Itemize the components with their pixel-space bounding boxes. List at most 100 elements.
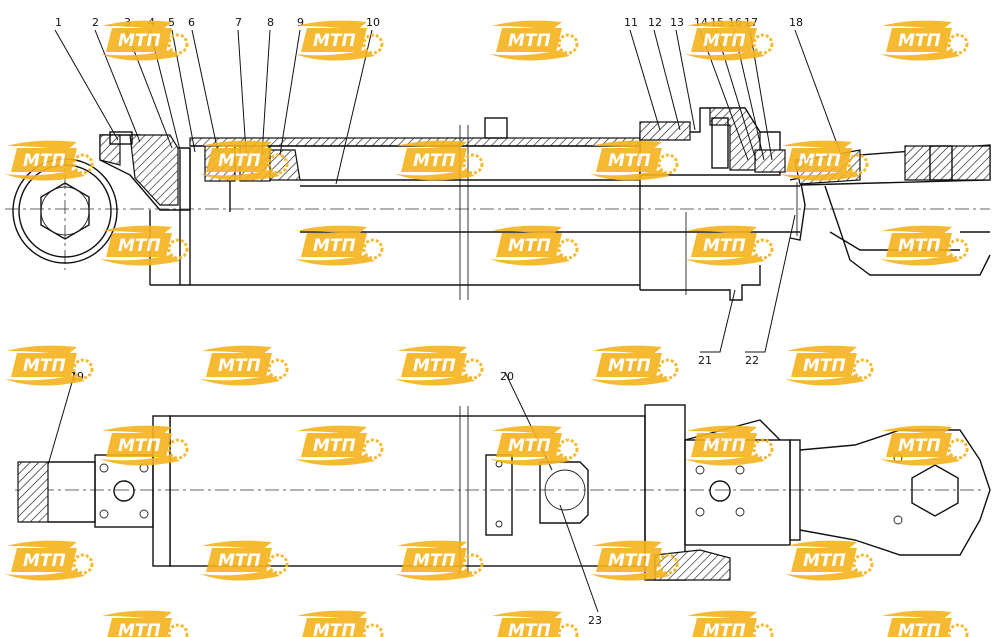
watermark-logo: МТП	[490, 225, 579, 266]
watermark-badge	[106, 28, 172, 52]
watermark-text: МТП	[898, 621, 941, 637]
watermark-gear-icon	[362, 238, 384, 260]
watermark-badge	[106, 433, 172, 457]
watermark-gear-icon	[462, 153, 484, 175]
watermark-logo: МТП	[880, 225, 969, 266]
watermark-badge	[886, 233, 952, 257]
watermark-swoosh	[787, 345, 857, 355]
watermark-badge	[11, 148, 77, 172]
watermark-swoosh	[490, 50, 570, 61]
watermark-badge	[496, 28, 562, 52]
watermark-swoosh	[397, 345, 467, 355]
watermark-swoosh	[687, 20, 757, 30]
watermark-swoosh	[490, 255, 570, 266]
callout-7: 7	[235, 16, 242, 29]
watermark-gear-icon	[72, 553, 94, 575]
watermark-swoosh	[7, 345, 77, 355]
watermark-logo: МТП	[200, 345, 289, 386]
watermark-badge	[11, 353, 77, 377]
watermark-text: МТП	[703, 621, 746, 637]
watermark-swoosh	[490, 455, 570, 466]
watermark-text: МТП	[898, 31, 941, 51]
callout-22: 22	[745, 354, 759, 367]
watermark-swoosh	[880, 50, 960, 61]
watermark-text: МТП	[703, 31, 746, 51]
watermark-swoosh	[100, 255, 180, 266]
watermark-logo: МТП	[100, 225, 189, 266]
watermark-swoosh	[7, 540, 77, 550]
watermark-swoosh	[685, 455, 765, 466]
watermark-logo: МТП	[100, 20, 189, 61]
watermark-swoosh	[5, 375, 85, 386]
watermark-logo: МТП	[492, 610, 579, 637]
watermark-logo: МТП	[5, 345, 94, 386]
watermark-swoosh	[492, 610, 562, 620]
watermark-logo: МТП	[687, 610, 774, 637]
watermark-swoosh	[685, 255, 765, 266]
watermark-badge	[106, 233, 172, 257]
watermark-swoosh	[687, 610, 757, 620]
callout-6: 6	[188, 16, 195, 29]
watermark-badge	[691, 433, 757, 457]
watermark-gear-icon	[167, 33, 189, 55]
watermark-badge	[596, 353, 662, 377]
watermark-badge	[401, 148, 467, 172]
watermark-swoosh	[592, 140, 662, 150]
watermark-swoosh	[882, 610, 952, 620]
watermark-swoosh	[590, 375, 670, 386]
watermark-logo: МТП	[297, 610, 384, 637]
watermark-logo: МТП	[685, 20, 774, 61]
callout-21: 21	[698, 354, 712, 367]
watermark-swoosh	[687, 425, 757, 435]
watermark-text: МТП	[313, 236, 356, 256]
watermark-badge	[496, 233, 562, 257]
watermark-logo: МТП	[685, 425, 774, 466]
watermark-swoosh	[785, 570, 865, 581]
watermark-swoosh	[297, 20, 367, 30]
watermark-swoosh	[395, 375, 475, 386]
watermark-logo: МТП	[395, 345, 484, 386]
watermark-swoosh	[397, 140, 467, 150]
watermark-swoosh	[295, 50, 375, 61]
watermark-text: МТП	[313, 621, 356, 637]
watermark-swoosh	[590, 570, 670, 581]
watermark-swoosh	[785, 375, 865, 386]
watermark-logo: МТП	[490, 425, 579, 466]
callout-10: 10	[366, 16, 380, 29]
watermark-swoosh	[100, 50, 180, 61]
watermark-text: МТП	[118, 621, 161, 637]
watermark-logo: МТП	[200, 140, 289, 181]
watermark-text: МТП	[798, 151, 841, 171]
watermark-badge	[401, 353, 467, 377]
callout-5: 5	[168, 16, 175, 29]
watermark-logo: МТП	[490, 20, 579, 61]
watermark-logo: МТП	[590, 345, 679, 386]
watermark-swoosh	[880, 255, 960, 266]
watermark-gear-icon	[657, 358, 679, 380]
watermark-gear-icon	[557, 438, 579, 460]
outline-view	[15, 404, 991, 581]
watermark-swoosh	[395, 570, 475, 581]
watermark-logo: МТП	[590, 140, 679, 181]
watermark-gear-icon	[947, 238, 969, 260]
watermark-swoosh	[687, 225, 757, 235]
watermark-text: МТП	[118, 31, 161, 51]
watermark-text: МТП	[413, 151, 456, 171]
watermark-badge	[496, 433, 562, 457]
watermark-swoosh	[492, 225, 562, 235]
watermark-swoosh	[492, 425, 562, 435]
watermark-badge	[206, 353, 272, 377]
watermark-text: МТП	[608, 551, 651, 571]
watermark-swoosh	[297, 425, 367, 435]
watermark-badge	[596, 148, 662, 172]
watermark-badge	[692, 618, 757, 637]
watermark-text: МТП	[23, 356, 66, 376]
watermark-gear-icon	[752, 238, 774, 260]
watermark-badge	[791, 353, 857, 377]
watermark-badge	[301, 28, 367, 52]
watermark-logo: МТП	[5, 140, 94, 181]
watermark-badge	[691, 233, 757, 257]
watermark-text: МТП	[118, 436, 161, 456]
